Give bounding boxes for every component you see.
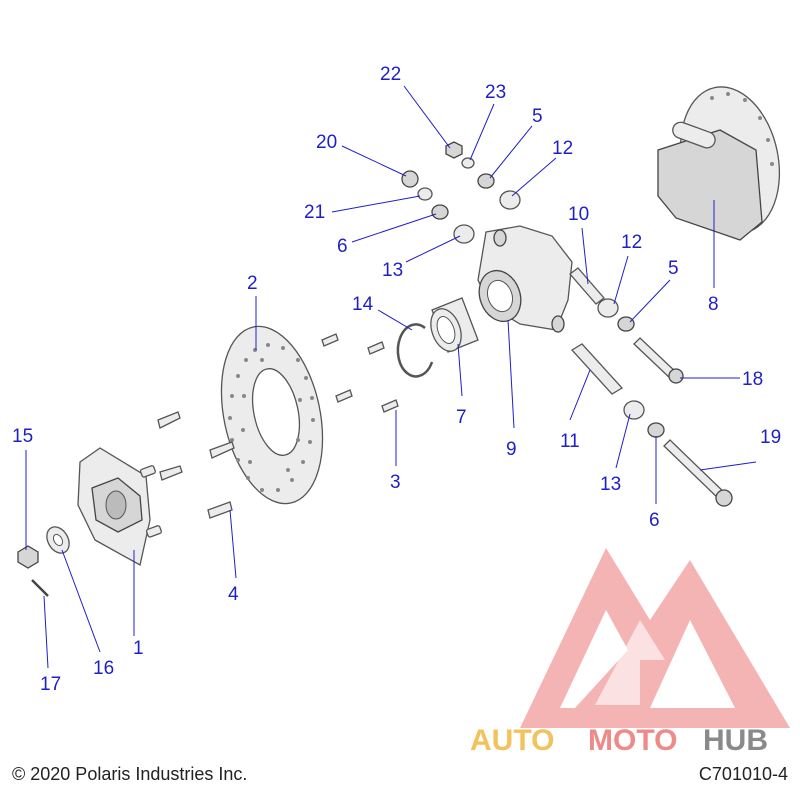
callout-3: 3	[390, 472, 401, 493]
callout-11: 11	[560, 431, 580, 452]
bushing-13b	[623, 400, 645, 420]
sleeve-11	[570, 343, 624, 395]
callout-7: 7	[456, 407, 467, 428]
callout-6-upper: 6	[337, 236, 348, 257]
washer-21	[417, 187, 433, 201]
callout-6-lower: 6	[649, 510, 660, 531]
callout-16: 16	[93, 658, 114, 679]
nut-22	[445, 141, 463, 159]
callout-13-upper: 13	[382, 260, 403, 281]
part-bearing	[430, 297, 479, 353]
part-disc-bolts	[321, 333, 399, 413]
copyright-notice: © 2020 Polaris Industries Inc.	[12, 764, 248, 784]
callout-20: 20	[316, 132, 337, 153]
leader-lines	[25, 85, 757, 669]
part-washer	[46, 526, 70, 554]
callout-23: 23	[485, 82, 506, 103]
bushing-13a	[453, 224, 475, 244]
callout-14: 14	[352, 294, 374, 315]
callout-19: 19	[760, 427, 781, 448]
callout-22: 22	[380, 64, 401, 85]
watermark-text-moto: MOTO	[588, 724, 677, 757]
callout-12-upper: 12	[552, 138, 573, 159]
part-axle-nut	[17, 545, 39, 569]
part-hub-bolts	[157, 411, 235, 519]
part-caliper	[657, 86, 781, 241]
callout-1: 1	[133, 638, 144, 659]
callout-15: 15	[12, 426, 33, 447]
nut-6a	[431, 204, 449, 220]
callout-labels: 1 2 3 4 5 5 6 6 7 8 9 10 11 12 12 13 13 …	[12, 64, 781, 695]
part-small-hardware	[401, 141, 665, 438]
sleeve-10	[569, 267, 605, 305]
callout-9: 9	[506, 439, 517, 460]
watermark-logo	[520, 548, 790, 728]
bushing-12a	[499, 190, 521, 210]
nut-20	[401, 170, 419, 188]
callout-8: 8	[708, 294, 719, 315]
callout-17: 17	[40, 674, 61, 695]
part-sleeves-and-bolts	[569, 267, 733, 507]
nut-5b	[617, 316, 635, 332]
nut-6b	[647, 422, 665, 438]
callout-18: 18	[742, 369, 763, 390]
callout-12-lower: 12	[621, 232, 642, 253]
bushing-12b	[597, 298, 619, 318]
callout-2: 2	[247, 273, 258, 294]
watermark-text-hub: HUB	[703, 724, 768, 757]
callout-13-lower: 13	[600, 474, 621, 495]
callout-21: 21	[304, 202, 325, 223]
callout-5-lower: 5	[668, 258, 679, 279]
watermark-text-auto: AUTO	[470, 724, 554, 757]
callout-4: 4	[228, 584, 239, 605]
callout-5-upper: 5	[532, 106, 543, 127]
part-cotter-pin	[31, 579, 49, 597]
part-brake-disc	[220, 325, 324, 505]
drawing-code: C701010-4	[698, 764, 788, 784]
washer-23	[461, 157, 475, 169]
callout-10: 10	[568, 204, 589, 225]
part-snap-ring	[396, 323, 434, 378]
part-wheel-hub	[77, 447, 162, 566]
part-knuckle	[477, 225, 573, 333]
